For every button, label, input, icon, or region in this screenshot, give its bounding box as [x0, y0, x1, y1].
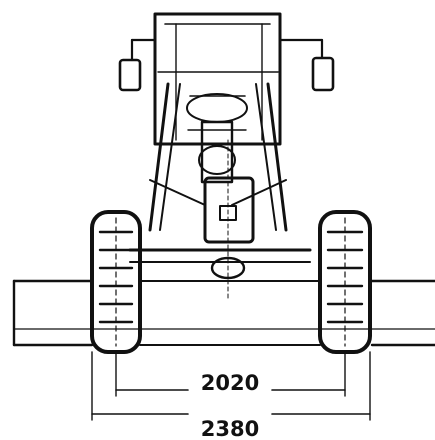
- steering-column: [186, 93, 248, 184]
- outer-width-dimension: 2380: [91, 413, 371, 440]
- front-axle: [128, 139, 312, 301]
- extension-lines: [91, 351, 371, 421]
- inner-track-dimension: 2020: [115, 371, 346, 395]
- left-front-tire: [90, 210, 142, 354]
- outer-width-value: 2380: [201, 417, 259, 440]
- inner-track-value: 2020: [201, 371, 259, 395]
- blade-beam: [12, 279, 435, 347]
- lift-arms: [148, 82, 288, 232]
- right-front-tire: [318, 210, 372, 354]
- left-mirror: [118, 38, 157, 92]
- right-mirror: [278, 38, 335, 92]
